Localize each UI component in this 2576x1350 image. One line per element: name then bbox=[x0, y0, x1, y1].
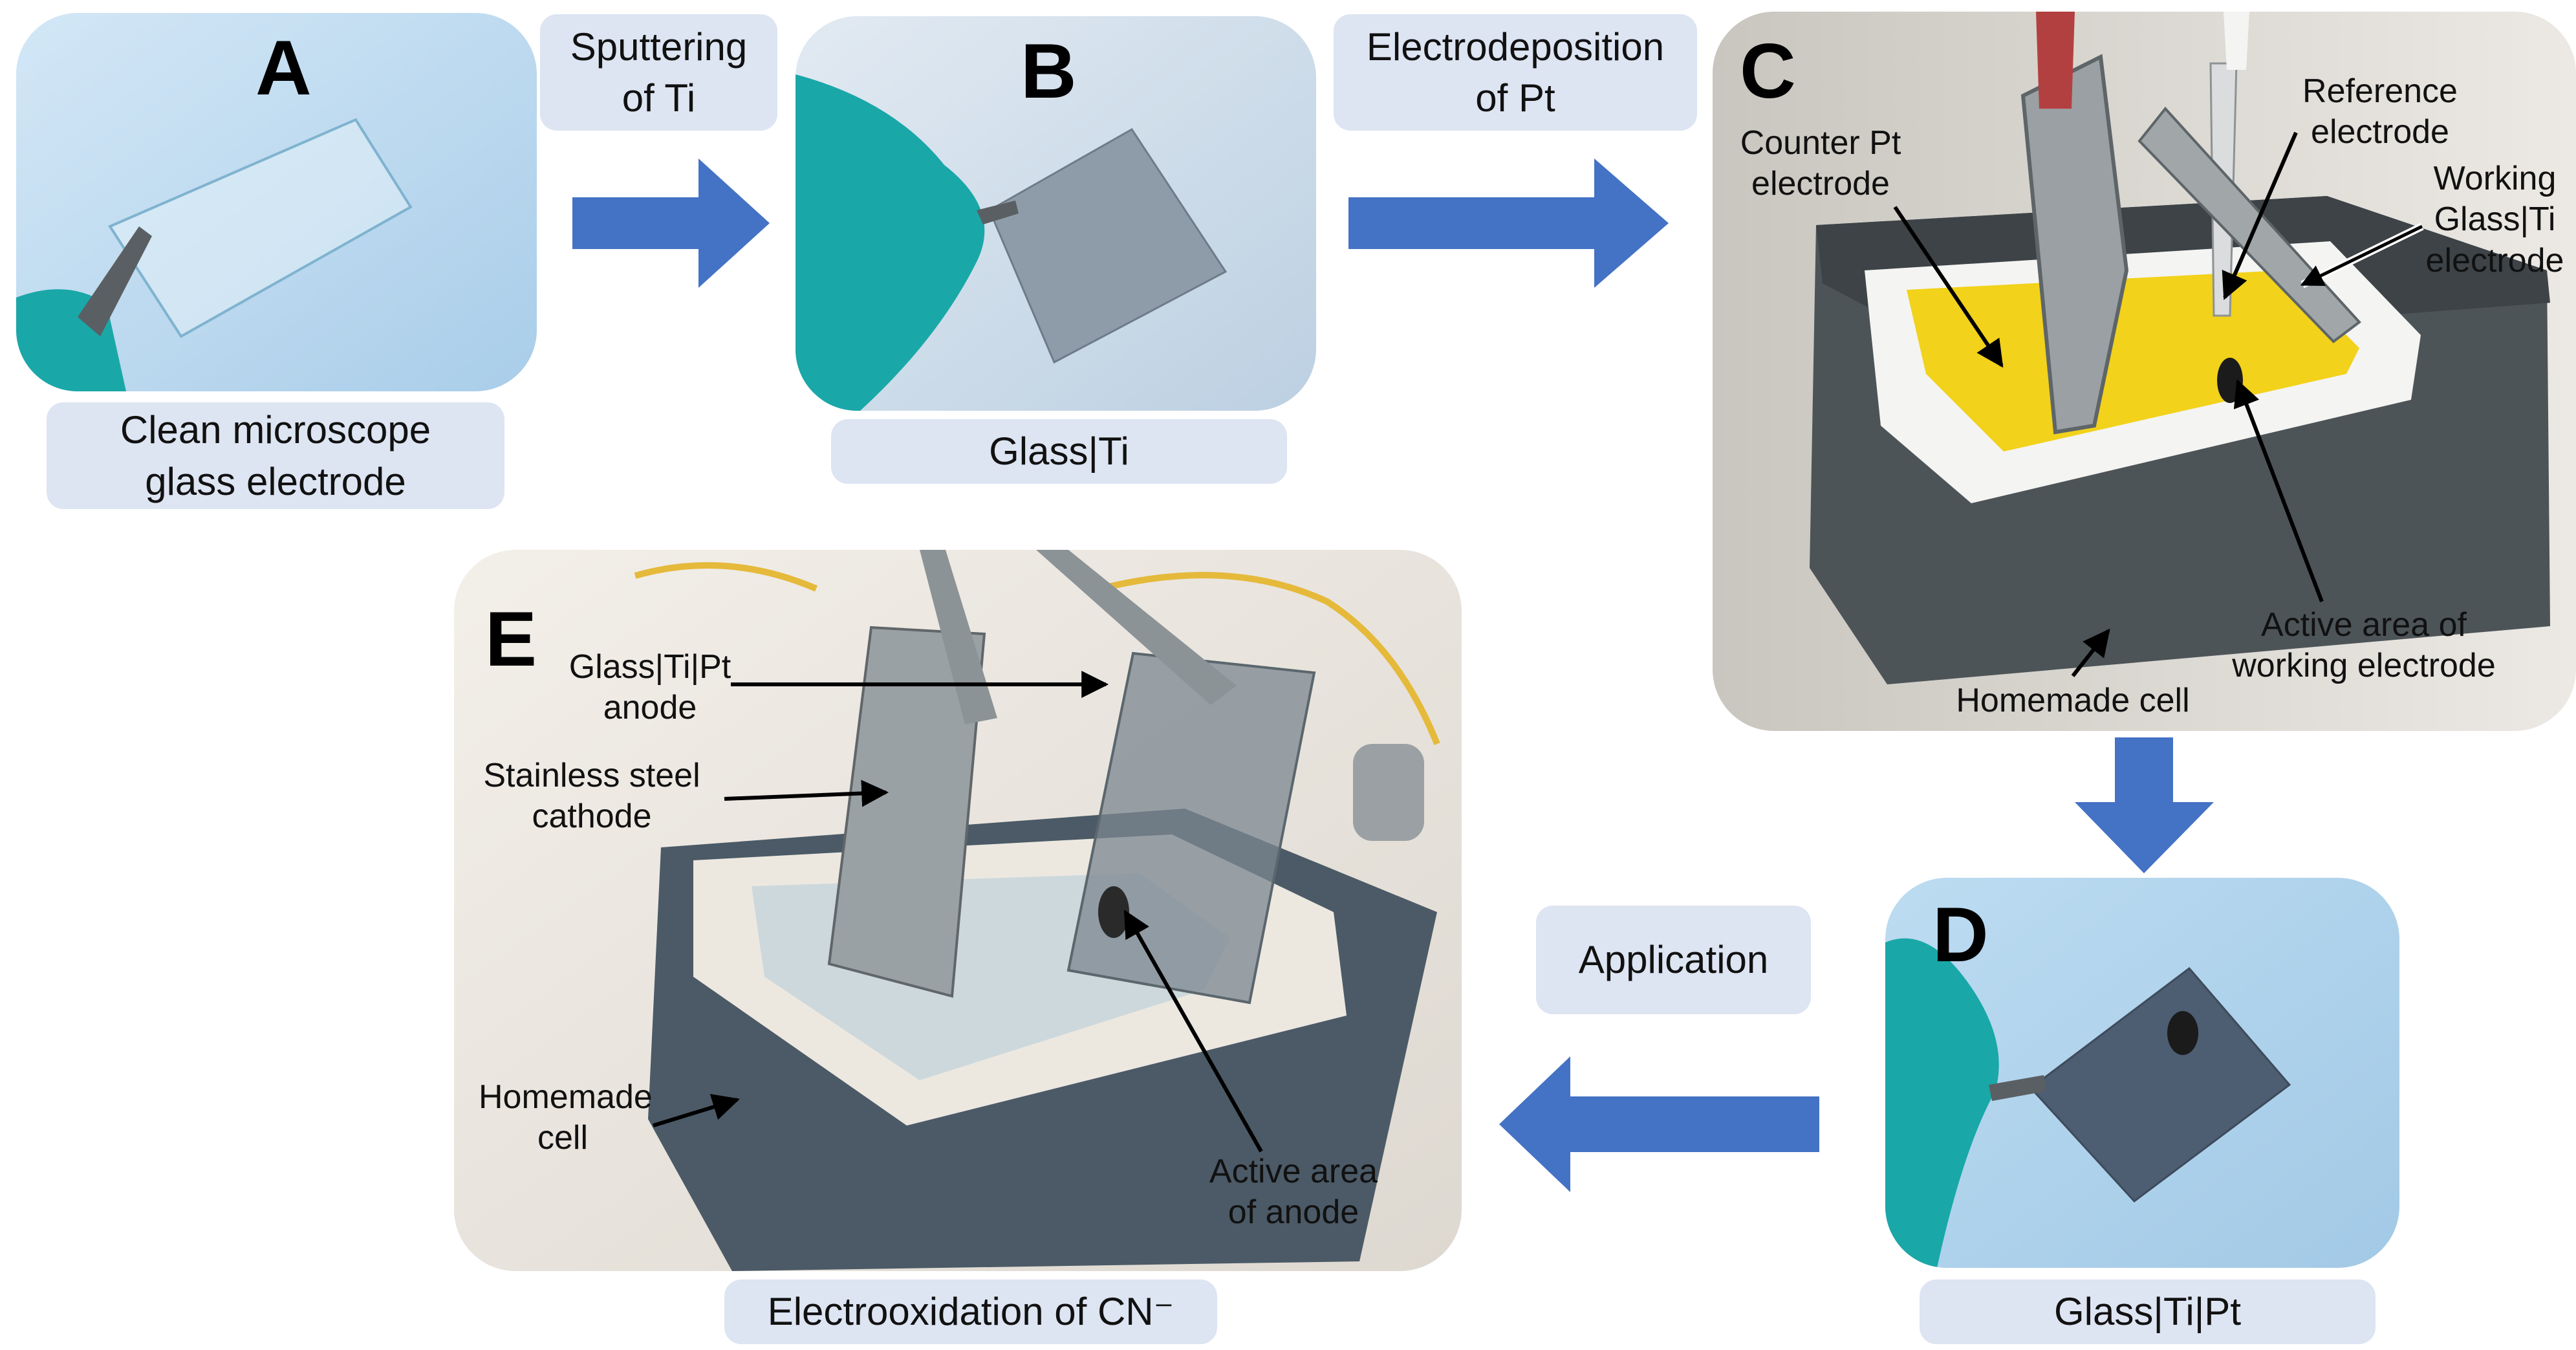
yellow-cables bbox=[634, 562, 1440, 745]
panel-c-label: C bbox=[1740, 28, 1796, 114]
panel-b-label: B bbox=[1021, 28, 1077, 114]
pointer-reference-electrode bbox=[2222, 131, 2298, 300]
pointer-counter-electrode bbox=[1893, 206, 2004, 368]
pointer-active-area-working bbox=[2233, 379, 2324, 603]
panel-c-working-label: Working Glass|Ti electrode bbox=[2425, 160, 2564, 279]
tweezers bbox=[1989, 1075, 2046, 1101]
panel-a-label: A bbox=[255, 25, 312, 111]
clip-left bbox=[920, 550, 997, 724]
tweezers bbox=[78, 226, 152, 336]
step-application-label: Application bbox=[1536, 906, 1811, 1014]
glove bbox=[1885, 938, 1999, 1268]
panel-b-illustration bbox=[796, 16, 1316, 411]
panel-b-caption: Glass|Ti bbox=[831, 419, 1287, 484]
pt-spot bbox=[2167, 1011, 2198, 1055]
process-arrow-c-to-d bbox=[2075, 737, 2214, 873]
clip-right bbox=[1036, 550, 1237, 705]
step-electrodeposition-label: Electrodeposition of Pt bbox=[1334, 14, 1697, 131]
panel-d-illustration bbox=[1885, 878, 2399, 1268]
red-wire bbox=[2036, 12, 2075, 109]
panel-d-caption: Glass|Ti|Pt bbox=[1920, 1279, 2376, 1344]
panel-c-reference-label: Reference electrode bbox=[2302, 72, 2458, 151]
panel-c-cell-label: Homemade cell bbox=[1956, 682, 2190, 719]
ti-coated-glass bbox=[988, 128, 1228, 364]
active-area-spot bbox=[1098, 886, 1129, 938]
panel-c-illustration bbox=[1713, 12, 2576, 731]
glove bbox=[796, 74, 985, 411]
glass-slide bbox=[108, 118, 413, 338]
electrolyte bbox=[1907, 270, 2359, 452]
process-arrow-a-to-b bbox=[572, 158, 770, 288]
panel-e-caption: Electrooxidation of CN⁻ bbox=[724, 1279, 1217, 1344]
panel-a-caption: Clean microscope glass electrode bbox=[47, 402, 504, 509]
panel-c-active-label: Active area of working electrode bbox=[2232, 606, 2496, 685]
panel-e-photo bbox=[454, 550, 1462, 1271]
step-sputtering-label: Sputtering of Ti bbox=[540, 14, 777, 131]
panel-a-illustration bbox=[16, 13, 537, 391]
pt-coated-glass bbox=[2029, 966, 2291, 1203]
tweezers bbox=[977, 201, 1019, 224]
pointer-homemade-cell-e bbox=[653, 1094, 741, 1127]
counter-electrode-clip bbox=[2020, 54, 2129, 435]
panel-e-label: E bbox=[485, 596, 537, 682]
panel-c-counter-label: Counter Pt electrode bbox=[1740, 124, 1901, 203]
process-arrow-b-to-c bbox=[1348, 158, 1669, 288]
panel-e-cell-label: Homemade cell bbox=[479, 1078, 653, 1157]
panel-b-photo bbox=[796, 16, 1316, 411]
panel-e-illustration bbox=[454, 550, 1462, 1271]
panel-a-photo bbox=[16, 13, 537, 391]
pointer-cathode bbox=[724, 779, 889, 807]
panel-d-photo bbox=[1885, 878, 2399, 1268]
panel-e-anode-label: Glass|Ti|Pt anode bbox=[568, 648, 731, 727]
pointer-homemade-cell-c bbox=[2071, 628, 2110, 677]
panel-c-photo bbox=[1713, 12, 2576, 731]
process-arrow-d-to-e bbox=[1499, 1056, 1819, 1192]
panel-e-cathode-label: Stainless steel cathode bbox=[483, 757, 700, 836]
cell-screw bbox=[1353, 744, 1424, 841]
panel-e-active-label: Active area of anode bbox=[1209, 1153, 1378, 1232]
panel-d-label: D bbox=[1932, 891, 1989, 978]
pointer-active-area-anode bbox=[1123, 909, 1263, 1153]
